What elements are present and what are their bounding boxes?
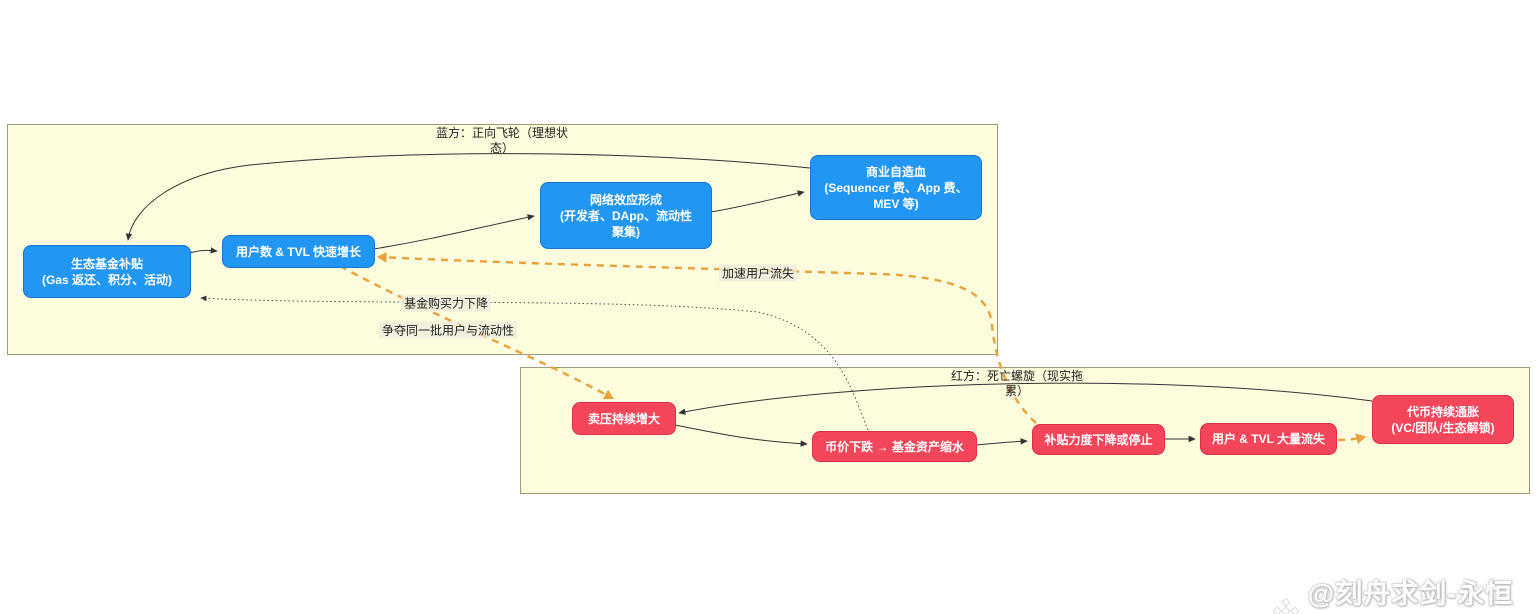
node-label-line: (开发者、DApp、流动性 — [560, 208, 692, 223]
node-business-self-revenue: 商业自造血 (Sequencer 费、App 费、 MEV 等) — [810, 155, 982, 220]
node-label-line: 代币持续通胀 — [1406, 404, 1479, 419]
node-subsidy-decline-or-stop: 补贴力度下降或停止 — [1032, 424, 1165, 455]
node-eco-fund-subsidy: 生态基金补贴 (Gas 返还、积分、活动) — [23, 245, 191, 298]
node-price-drop-fund-shrink: 币价下跌 → 基金资产缩水 — [812, 431, 977, 462]
edge-label-fund-purchasing-power-drop: 基金购买力下降 — [400, 294, 492, 312]
edge-label-accelerate-user-churn: 加速用户流失 — [718, 264, 798, 282]
node-sell-pressure-grows: 卖压持续增大 — [572, 402, 676, 435]
node-label-line: (VC/团队/生态解锁) — [1391, 420, 1495, 435]
node-label-line: 卖压持续增大 — [587, 411, 660, 426]
node-label-line: MEV 等) — [873, 196, 919, 211]
node-label-line: 用户 & TVL 大量流失 — [1211, 432, 1326, 446]
node-label-line: (Sequencer 费、App 费、 — [824, 180, 968, 195]
node-label-line: 网络效应形成 — [589, 192, 662, 207]
watermark-handle: @刻舟求剑-永恒牛市 — [1307, 579, 1514, 609]
node-label-line: 聚集) — [612, 224, 640, 239]
node-token-inflation: 代币持续通胀 (VC/团队/生态解锁) — [1372, 395, 1514, 444]
node-users-tvl-growth: 用户数 & TVL 快速增长 — [222, 235, 375, 268]
binance-diamond-icon — [1272, 597, 1300, 614]
cluster-title-blue: 蓝方：正向飞轮（理想状态） — [435, 126, 568, 155]
node-label-line: 币价下跌 → 基金资产缩水 — [825, 439, 964, 454]
node-label-line: 生态基金补贴 — [70, 256, 143, 271]
watermark: @刻舟求剑-永恒牛市 — [1272, 572, 1536, 614]
node-users-tvl-outflow: 用户 & TVL 大量流失 — [1200, 423, 1337, 455]
node-label-line: 用户数 & TVL 快速增长 — [235, 244, 362, 259]
node-label-line: (Gas 返还、积分、活动) — [41, 272, 172, 287]
node-label-line: 商业自造血 — [865, 164, 926, 179]
node-label-line: 补贴力度下降或停止 — [1044, 432, 1153, 447]
edge-label-compete-same-users-liquidity: 争夺同一批用户与流动性 — [378, 321, 518, 339]
node-network-effect: 网络效应形成 (开发者、DApp、流动性 聚集) — [540, 182, 712, 249]
cluster-title-red: 红方：死亡螺旋（现实拖累） — [950, 369, 1083, 398]
